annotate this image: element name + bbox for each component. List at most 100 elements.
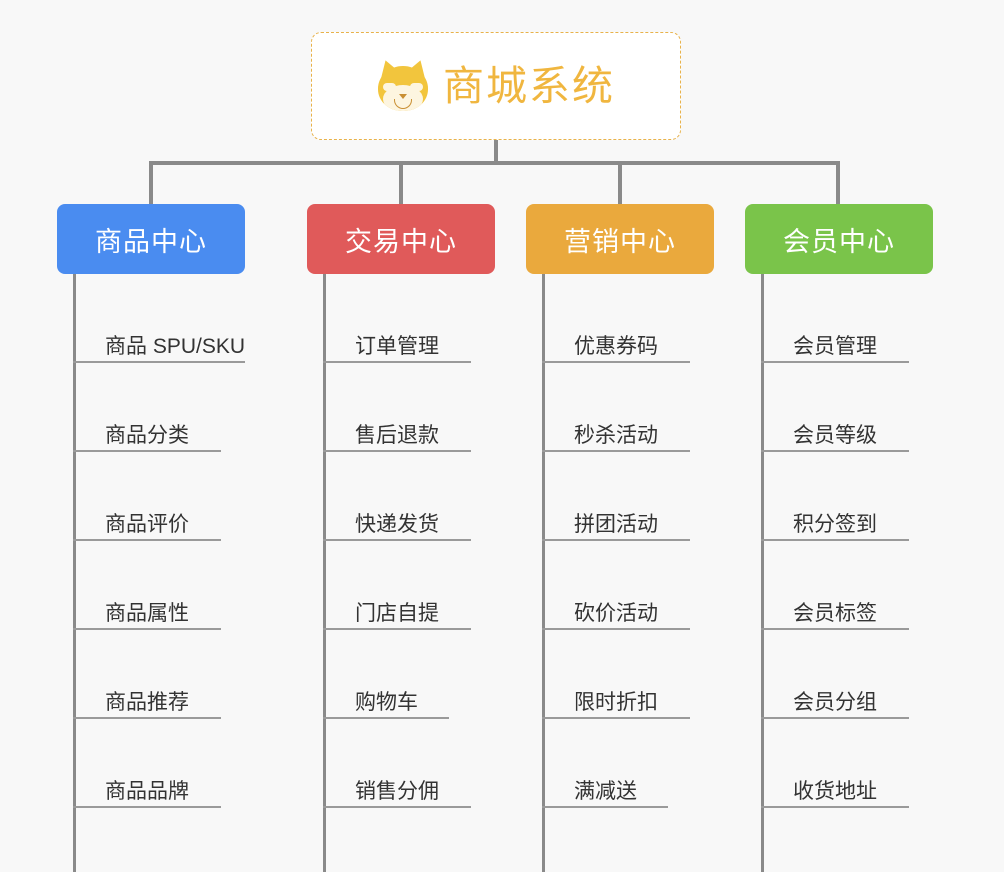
leaf-item-underline	[73, 539, 221, 541]
category-header-label: 会员中心	[783, 226, 895, 257]
branch-trunk-line	[761, 274, 764, 872]
leaf-item-label: 优惠券码	[574, 335, 658, 358]
leaf-item-underline	[73, 806, 221, 808]
branch-trunk-line	[542, 274, 545, 872]
leaf-item-label: 销售分佣	[355, 780, 439, 803]
leaf-item-label: 拼团活动	[574, 513, 658, 536]
leaf-item-underline	[761, 539, 909, 541]
leaf-item-underline	[542, 450, 690, 452]
leaf-item[interactable]: 优惠券码	[542, 274, 690, 363]
mindmap-canvas: 商城系统 商品中心商品 SPU/SKU 商品分类商品评价商品属性商品推荐商品品牌 交…	[57, 32, 933, 872]
connector-root-stem	[494, 140, 498, 164]
leaf-item[interactable]: 售后退款	[323, 363, 471, 452]
leaf-item[interactable]: 商品推荐	[73, 630, 221, 719]
leaf-item[interactable]: 会员等级	[761, 363, 909, 452]
branch-trunk-line	[323, 274, 326, 872]
leaf-item-underline	[542, 628, 690, 630]
leaf-item[interactable]: 满减送	[542, 719, 668, 808]
leaf-item-label: 秒杀活动	[574, 424, 658, 447]
leaf-item-underline	[542, 539, 690, 541]
leaf-item[interactable]: 销售分佣	[323, 719, 471, 808]
leaf-item-label: 会员管理	[793, 335, 877, 358]
leaf-item-label: 快递发货	[355, 513, 439, 536]
leaf-item[interactable]: 砍价活动	[542, 541, 690, 630]
shiba-dog-face-icon	[376, 57, 430, 112]
connector-drop-4	[836, 161, 840, 204]
leaf-item-label: 会员标签	[793, 602, 877, 625]
leaf-item-label: 商品 SPU/SKU	[105, 335, 246, 358]
leaf-item-label: 收货地址	[793, 780, 877, 803]
leaf-item[interactable]: 商品 SPU/SKU	[73, 274, 245, 363]
leaf-item-underline	[323, 806, 471, 808]
leaf-item-underline	[761, 450, 909, 452]
leaf-item-label: 门店自提	[355, 602, 439, 625]
leaf-item-underline	[761, 628, 909, 630]
branch-lines-member-center: 会员管理会员等级积分签到会员标签会员分组收货地址	[761, 274, 933, 872]
connector-horizontal-bar	[149, 161, 839, 165]
leaf-item-underline	[761, 806, 909, 808]
leaf-item-label: 会员等级	[793, 424, 877, 447]
branch-column-trade-center: 交易中心订单管理售后退款快递发货门店自提购物车销售分佣	[307, 204, 495, 872]
leaf-item[interactable]: 拼团活动	[542, 452, 690, 541]
branch-column-product-center: 商品中心商品 SPU/SKU 商品分类商品评价商品属性商品推荐商品品牌	[57, 204, 245, 872]
leaf-item[interactable]: 会员管理	[761, 274, 909, 363]
leaf-item-label: 商品品牌	[105, 780, 189, 803]
category-header-marketing-center[interactable]: 营销中心	[526, 204, 714, 274]
connector-drop-1	[149, 161, 153, 204]
leaf-item-underline	[542, 717, 690, 719]
leaf-item-underline	[323, 450, 471, 452]
leaf-item[interactable]: 订单管理	[323, 274, 471, 363]
branch-lines-marketing-center: 优惠券码秒杀活动拼团活动砍价活动限时折扣满减送	[542, 274, 714, 872]
leaf-item-underline	[761, 361, 909, 363]
leaf-item-underline	[761, 717, 909, 719]
leaf-item-underline	[323, 361, 471, 363]
category-header-label: 商品中心	[95, 226, 207, 257]
leaf-item-label: 商品分类	[105, 424, 189, 447]
leaf-item-label: 限时折扣	[574, 691, 658, 714]
leaf-item[interactable]: 商品属性	[73, 541, 221, 630]
leaf-item[interactable]: 门店自提	[323, 541, 471, 630]
leaf-item[interactable]: 会员标签	[761, 541, 909, 630]
branch-lines-trade-center: 订单管理售后退款快递发货门店自提购物车销售分佣	[323, 274, 495, 872]
leaf-item[interactable]: 商品评价	[73, 452, 221, 541]
category-header-label: 营销中心	[564, 226, 676, 257]
connector-drop-3	[618, 161, 622, 204]
leaf-item-underline	[73, 450, 221, 452]
leaf-item[interactable]: 秒杀活动	[542, 363, 690, 452]
root-node[interactable]: 商城系统	[311, 32, 681, 140]
leaf-item-underline	[542, 806, 668, 808]
leaf-item-label: 商品推荐	[105, 691, 189, 714]
leaf-item-label: 售后退款	[355, 424, 439, 447]
leaf-item-label: 积分签到	[793, 513, 877, 536]
leaf-item[interactable]: 会员分组	[761, 630, 909, 719]
leaf-item-underline	[73, 361, 245, 363]
branch-trunk-line	[73, 274, 76, 872]
leaf-item-underline	[323, 628, 471, 630]
leaf-item-label: 满减送	[574, 780, 637, 803]
leaf-item[interactable]: 快递发货	[323, 452, 471, 541]
leaf-item-label: 商品属性	[105, 602, 189, 625]
root-title: 商城系统	[443, 62, 615, 109]
leaf-item-underline	[73, 628, 221, 630]
leaf-item-label: 购物车	[355, 691, 418, 714]
category-header-member-center[interactable]: 会员中心	[745, 204, 933, 274]
category-header-label: 交易中心	[345, 226, 457, 257]
leaf-item-label: 会员分组	[793, 691, 877, 714]
leaf-item[interactable]: 收货地址	[761, 719, 909, 808]
category-header-product-center[interactable]: 商品中心	[57, 204, 245, 274]
leaf-item-underline	[323, 717, 449, 719]
leaf-item-underline	[542, 361, 690, 363]
leaf-item-label: 商品评价	[105, 513, 189, 536]
category-header-trade-center[interactable]: 交易中心	[307, 204, 495, 274]
leaf-item-label: 订单管理	[355, 335, 439, 358]
leaf-item[interactable]: 限时折扣	[542, 630, 690, 719]
branch-lines-product-center: 商品 SPU/SKU 商品分类商品评价商品属性商品推荐商品品牌	[73, 274, 245, 872]
leaf-item[interactable]: 积分签到	[761, 452, 909, 541]
leaf-item[interactable]: 商品分类	[73, 363, 221, 452]
leaf-item[interactable]: 购物车	[323, 630, 449, 719]
leaf-item-label: 砍价活动	[574, 602, 658, 625]
branch-column-marketing-center: 营销中心优惠券码秒杀活动拼团活动砍价活动限时折扣满减送	[526, 204, 714, 872]
leaf-item[interactable]: 商品品牌	[73, 719, 221, 808]
branch-column-member-center: 会员中心会员管理会员等级积分签到会员标签会员分组收货地址	[745, 204, 933, 872]
connector-drop-2	[399, 161, 403, 204]
